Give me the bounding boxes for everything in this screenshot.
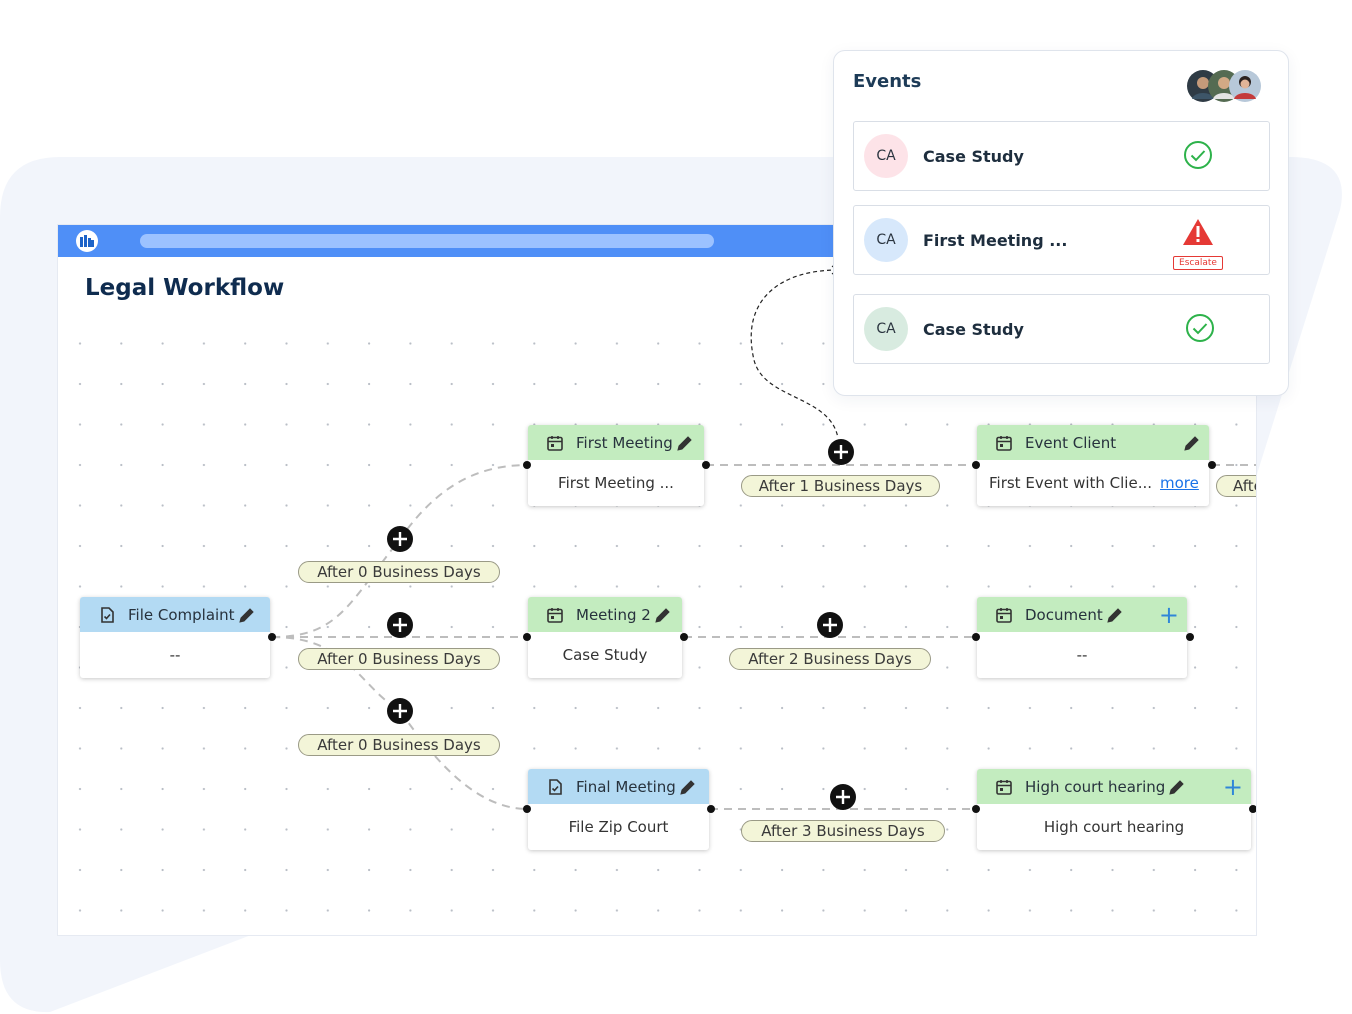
node-high-court-hearing[interactable]: High court hearing + High court hearing — [977, 769, 1251, 850]
node-body: First Meeting ... — [558, 474, 674, 492]
app-window: Legal Workflow File Complaint -- — [57, 224, 1257, 936]
add-step-button[interactable] — [827, 438, 855, 466]
delay-pill[interactable]: After 0 Business Days — [298, 734, 500, 756]
more-link[interactable]: more — [1160, 474, 1199, 492]
escalate-badge[interactable]: Escalate — [1173, 256, 1223, 270]
events-title: Events — [853, 71, 922, 92]
event-avatar: CA — [864, 307, 908, 351]
node-body: First Event with Clie... more — [977, 460, 1209, 506]
pencil-icon[interactable] — [238, 606, 256, 624]
add-step-button[interactable] — [386, 525, 414, 553]
pencil-icon[interactable] — [1168, 778, 1186, 796]
participants-avatars[interactable] — [1186, 69, 1266, 103]
event-name: Case Study — [923, 146, 1024, 166]
node-body: Case Study — [562, 646, 648, 664]
event-item[interactable]: CA Case Study — [853, 294, 1270, 364]
add-step-button[interactable] — [816, 611, 844, 639]
add-step-button[interactable] — [386, 611, 414, 639]
pencil-icon[interactable] — [654, 606, 672, 624]
node-body: -- — [1076, 646, 1088, 664]
event-item[interactable]: CA Case Study — [853, 121, 1270, 191]
add-step-icon[interactable]: + — [1158, 600, 1179, 629]
node-body: -- — [169, 646, 181, 664]
calendar-icon — [996, 435, 1012, 451]
warning-icon — [1183, 219, 1213, 245]
check-circle-icon — [1184, 141, 1212, 169]
pencil-icon[interactable] — [676, 434, 694, 452]
app-logo-icon — [76, 230, 98, 252]
node-title: Final Meeting — [576, 777, 676, 796]
event-avatar: CA — [864, 134, 908, 178]
check-circle-icon — [1186, 314, 1214, 342]
node-title: Meeting 2 — [576, 605, 651, 624]
page-title: Legal Workflow — [85, 275, 285, 301]
add-step-icon[interactable]: + — [1222, 772, 1243, 801]
event-name: First Meeting ... — [923, 230, 1068, 250]
event-avatar: CA — [864, 218, 908, 262]
escalate-status: Escalate — [1170, 218, 1226, 270]
document-icon — [101, 606, 114, 623]
node-document[interactable]: Document + -- — [977, 597, 1187, 678]
add-step-button[interactable] — [386, 697, 414, 725]
node-title: First Meeting — [576, 433, 673, 452]
event-item[interactable]: CA First Meeting ... Escalate — [853, 205, 1270, 275]
node-title: High court hearing — [1025, 777, 1166, 796]
pencil-icon[interactable] — [679, 778, 697, 796]
node-event-client[interactable]: Event Client First Event with Clie... mo… — [977, 425, 1209, 506]
event-name: Case Study — [923, 319, 1024, 339]
events-panel: Events CA Case Study CA First Meeting ..… — [833, 50, 1289, 396]
calendar-icon — [996, 607, 1012, 623]
add-step-button[interactable] — [829, 783, 857, 811]
calendar-icon — [547, 435, 563, 451]
document-icon — [549, 778, 562, 795]
node-file-complaint[interactable]: File Complaint -- — [80, 597, 270, 678]
node-title: Event Client — [1025, 433, 1117, 452]
pencil-icon[interactable] — [1183, 434, 1201, 452]
address-bar[interactable] — [140, 234, 714, 248]
delay-pill[interactable]: After 2 Business Days — [729, 648, 931, 670]
events-link-curve — [750, 265, 840, 439]
delay-pill[interactable]: After 3 Business Days — [741, 820, 945, 842]
delay-pill[interactable]: Afte — [1216, 475, 1256, 497]
delay-pill[interactable]: After 0 Business Days — [298, 648, 500, 670]
node-body: File Zip Court — [568, 818, 669, 836]
delay-pill[interactable]: After 0 Business Days — [298, 561, 500, 583]
delay-pill[interactable]: After 1 Business Days — [741, 475, 940, 497]
calendar-icon — [547, 607, 563, 623]
node-first-meeting[interactable]: First Meeting First Meeting ... — [528, 425, 704, 506]
node-meeting-2[interactable]: Meeting 2 Case Study — [528, 597, 682, 678]
pencil-icon[interactable] — [1106, 606, 1124, 624]
node-body-text: First Event with Clie... — [989, 474, 1153, 492]
node-body: High court hearing — [1043, 818, 1185, 836]
node-title: File Complaint — [128, 605, 235, 624]
calendar-icon — [996, 779, 1012, 795]
node-final-meeting[interactable]: Final Meeting File Zip Court — [528, 769, 709, 850]
node-title: Document — [1025, 605, 1103, 624]
